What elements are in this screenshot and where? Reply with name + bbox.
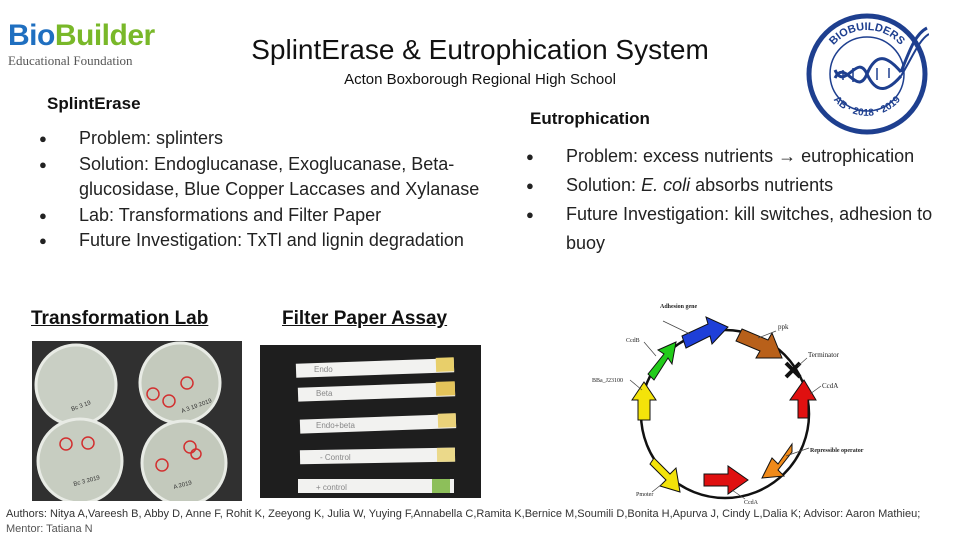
ccdb-arrow: [647, 341, 677, 381]
filter-strip: + control: [298, 479, 454, 493]
eutrophication-heading: Eutrophication: [530, 109, 650, 128]
filter-paper-caption: Filter Paper Assay: [282, 308, 448, 329]
mentor-credit: Mentor: Tatiana N: [6, 523, 93, 535]
splinterase-heading: SplintErase: [47, 94, 141, 113]
label-ccda-bottom: CcdA: [744, 500, 759, 506]
colony-circle: [59, 437, 73, 451]
filter-paper-assay-photo: Endo Beta Endo+beta - Control + control: [260, 345, 481, 498]
list-item: Future Investigation: TxTl and lignin de…: [39, 228, 499, 254]
promoter-arrow: [649, 457, 681, 493]
filter-strip: - Control: [299, 447, 456, 465]
colony-circle: [190, 448, 202, 460]
label-adhesion-gene: Adhesion gene: [660, 304, 698, 310]
svg-text:Endo+beta: Endo+beta: [316, 421, 355, 430]
svg-text:- Control: - Control: [320, 453, 351, 462]
authors-list: Authors: Nitya A,Vareesh B, Abby D, Anne…: [6, 508, 921, 520]
label-ccdb: CcdB: [626, 338, 640, 344]
list-item: Future Investigation: kill switches, adh…: [526, 200, 946, 258]
list-item: Problem: splinters: [39, 126, 499, 152]
petri-dish: A 3 19 2019: [138, 341, 222, 425]
list-item: Lab: Transformations and Filter Paper: [39, 203, 499, 229]
petri-dish: A 2019: [140, 419, 228, 501]
repressible-operator-arrow: [761, 442, 793, 479]
colony-circle: [180, 376, 194, 390]
list-item: Solution: E. coli absorbs nutrients: [526, 171, 946, 200]
biobuilder-logo: BioBuilder Educational Foundation: [8, 20, 178, 69]
petri-dish: Bc 3 2019: [36, 417, 124, 501]
label-repressible-operator: Repressible operator: [810, 448, 864, 454]
transformation-lab-photo: Bc 3 19 A 3 19 2019 Bc 3 2019 A 2019: [32, 341, 242, 501]
list-item: Solution: Endoglucanase, Exoglucanase, B…: [39, 152, 499, 203]
biobuilders-seal-icon: BIOBUILDERS AB · 2018 · 2019: [806, 13, 929, 135]
list-item: Problem: excess nutrients → eutrophicati…: [526, 142, 946, 171]
transformation-lab-caption: Transformation Lab: [31, 308, 209, 329]
colony-circle: [81, 436, 95, 450]
terminator-icon: [784, 361, 802, 379]
splinterase-bullet-list: Problem: splinters Solution: Endoglucana…: [39, 126, 499, 254]
label-bba-j23100: BBa_J23100: [592, 378, 623, 384]
authors-credits: Authors: Nitya A,Vareesh B, Abby D, Anne…: [6, 507, 956, 537]
label-ppk: ppk: [778, 323, 789, 331]
label-ccda-right: CcdA: [822, 382, 838, 390]
logo-subtitle: Educational Foundation: [8, 53, 133, 68]
e-coli-name: E. coli: [641, 175, 691, 195]
plasmid-map-diagram: Adhesion gene ppk Terminator CcdA Repres…: [592, 304, 864, 506]
petri-dish: Bc 3 19: [34, 343, 118, 427]
ppk-arrow: [735, 328, 783, 359]
bba-j23100-arrow: [631, 381, 657, 421]
school-name: Acton Boxborough Regional High School: [344, 71, 616, 88]
colony-circle: [155, 458, 169, 472]
colony-circle: [162, 394, 176, 408]
svg-text:Endo: Endo: [314, 365, 333, 374]
label-promoter: Pmoter: [636, 492, 653, 498]
slide-title: SplintErase & Eutrophication System: [251, 34, 709, 65]
colony-circle: [146, 387, 160, 401]
adhesion-gene-arrow: [681, 316, 729, 349]
filter-strip: Endo: [295, 357, 455, 378]
svg-text:Beta: Beta: [316, 389, 333, 398]
svg-text:+ control: + control: [316, 483, 347, 492]
ccda-bottom-arrow: [703, 465, 749, 495]
logo-wordmark: BioBuilder: [8, 19, 155, 52]
colony-circle: [183, 440, 197, 454]
filter-strip: Endo+beta: [299, 413, 457, 434]
ccda-right-arrow: [789, 379, 817, 419]
label-terminator: Terminator: [808, 351, 840, 359]
svg-text:A 2019: A 2019: [173, 480, 193, 491]
filter-strip: Beta: [297, 381, 456, 402]
eutrophication-bullet-list: Problem: excess nutrients → eutrophicati…: [526, 142, 946, 258]
